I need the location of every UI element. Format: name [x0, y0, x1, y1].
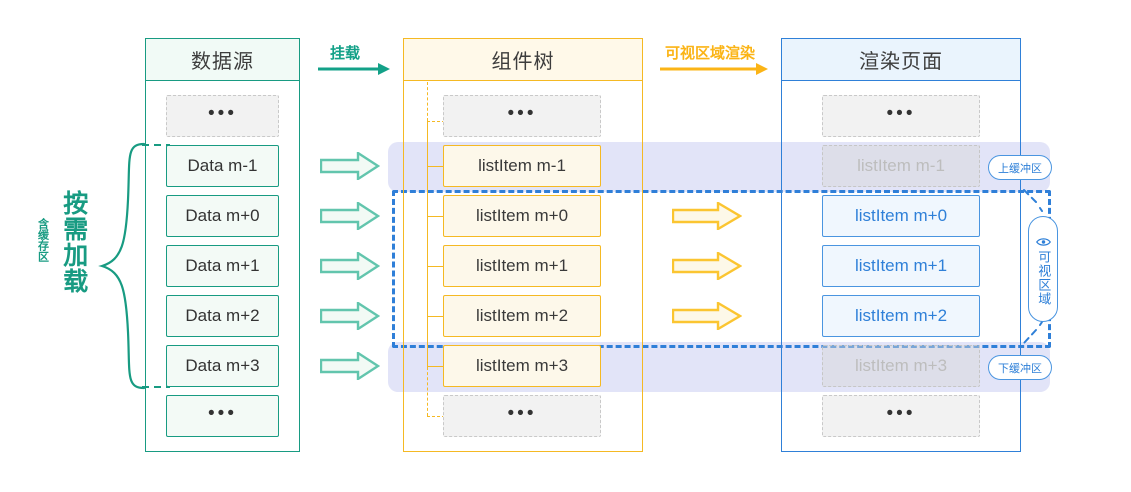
ellipsis-glyph: •••	[507, 102, 537, 124]
flow-label-mount: 挂载	[330, 45, 361, 62]
flow-block-arrow-green-5	[320, 352, 380, 380]
column-component-tree: 组件树	[403, 38, 643, 452]
flow-block-arrow-yellow-2	[672, 252, 742, 280]
tree-branch-m0	[427, 216, 445, 217]
tree-cell-listitem-m-1: listItem m-1	[443, 145, 601, 187]
column-header-rendered-page: 渲染页面	[782, 39, 1020, 81]
label-includes-buffer: 含缓存区	[34, 218, 50, 266]
flow-block-arrow-yellow-3	[672, 302, 742, 330]
tree-cell-listitem-m2: listItem m+2	[443, 295, 601, 337]
ellipsis-glyph: •••	[886, 402, 916, 424]
tree-cell-ellipsis-top: •••	[443, 95, 601, 137]
tree-trunk-solid	[427, 121, 428, 367]
tree-branch-dashed-bottom	[427, 416, 445, 417]
tree-cell-listitem-m3: listItem m+3	[443, 345, 601, 387]
tree-branch-m3	[427, 366, 445, 367]
ellipsis-glyph: •••	[886, 102, 916, 124]
tree-cell-ellipsis-bottom: •••	[443, 395, 601, 437]
on-demand-load-brace	[98, 142, 146, 390]
flow-block-arrow-green-3	[320, 252, 380, 280]
badge-lower-buffer: 下缓冲区	[988, 355, 1052, 380]
flow-arrow-mount-icon	[318, 63, 390, 75]
source-cell-ellipsis-bottom: •••	[166, 395, 279, 437]
tree-branch-m2	[427, 316, 445, 317]
viewport-leader-top	[1023, 189, 1043, 212]
badge-upper-buffer: 上缓冲区	[988, 155, 1052, 180]
ellipsis-glyph: •••	[208, 102, 237, 124]
viewport-leader-bottom	[1023, 321, 1043, 344]
flow-block-arrow-green-4	[320, 302, 380, 330]
eye-icon	[1035, 237, 1051, 246]
flow-arrow-viewport-render-icon	[660, 63, 768, 75]
source-cell-data-m0: Data m+0	[166, 195, 279, 237]
column-header-component-tree: 组件树	[404, 39, 642, 81]
source-cell-data-m-1: Data m-1	[166, 145, 279, 187]
page-cell-listitem-m-1-ghost: listItem m-1	[822, 145, 980, 187]
label-on-demand-load-text: 按需加载	[59, 190, 88, 294]
tree-cell-listitem-m0: listItem m+0	[443, 195, 601, 237]
column-data-source: 数据源	[145, 38, 300, 452]
page-cell-ellipsis-top: •••	[822, 95, 980, 137]
page-cell-ellipsis-bottom: •••	[822, 395, 980, 437]
flow-block-arrow-yellow-1	[672, 202, 742, 230]
ellipsis-glyph: •••	[507, 402, 537, 424]
tree-trunk-dashed-top	[427, 82, 428, 121]
page-cell-listitem-m3-ghost: listItem m+3	[822, 345, 980, 387]
page-cell-listitem-m0: listItem m+0	[822, 195, 980, 237]
label-includes-buffer-text: 含缓存区	[36, 218, 49, 262]
tree-cell-listitem-m1: listItem m+1	[443, 245, 601, 287]
label-on-demand-load: 按需加载	[56, 190, 90, 302]
page-cell-listitem-m2: listItem m+2	[822, 295, 980, 337]
tree-branch-m-1	[427, 166, 445, 167]
tree-branch-dashed-top	[427, 121, 445, 122]
page-cell-listitem-m1: listItem m+1	[822, 245, 980, 287]
ellipsis-glyph: •••	[208, 402, 237, 424]
brace-connector-dashes	[142, 144, 170, 388]
tree-branch-m1	[427, 266, 445, 267]
badge-viewport: 可视区域	[1028, 216, 1058, 322]
source-cell-data-m2: Data m+2	[166, 295, 279, 337]
tree-trunk-dashed-bottom	[427, 367, 428, 416]
source-cell-data-m1: Data m+1	[166, 245, 279, 287]
column-header-data-source: 数据源	[146, 39, 299, 81]
flow-block-arrow-green-1	[320, 152, 380, 180]
flow-block-arrow-green-2	[320, 202, 380, 230]
flow-label-viewport-render: 可视区域渲染	[665, 45, 756, 62]
source-cell-data-m3: Data m+3	[166, 345, 279, 387]
source-cell-ellipsis-top: •••	[166, 95, 279, 137]
badge-viewport-text: 可视区域	[1036, 249, 1052, 306]
column-rendered-page: 渲染页面	[781, 38, 1021, 452]
